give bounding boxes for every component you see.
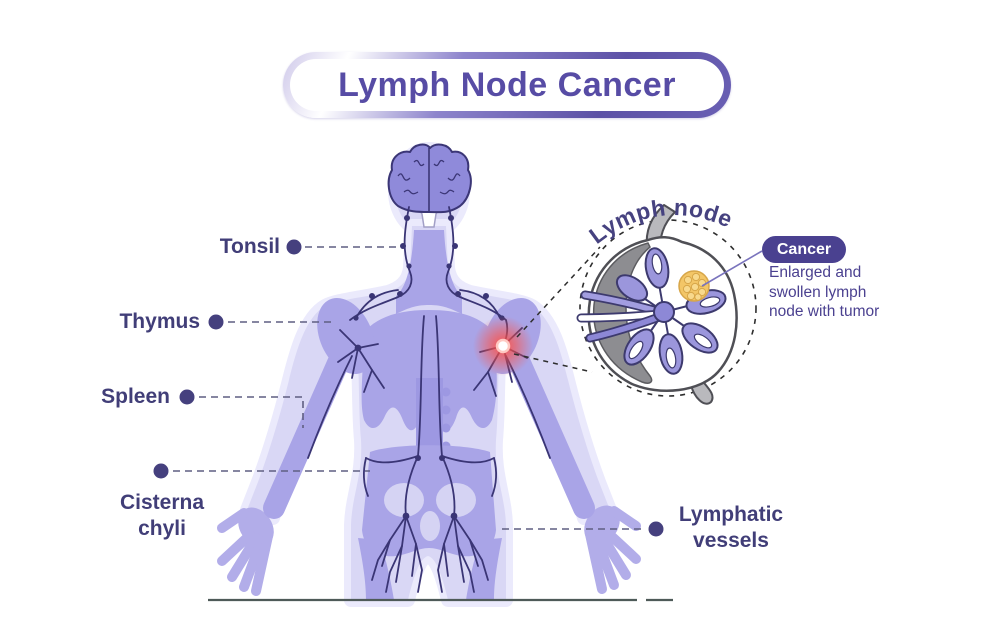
cisterna-chyli-label: Cisterna chyli xyxy=(119,491,205,540)
callout-leaders xyxy=(173,246,643,530)
cancer-description: Enlarged and swollen lymph node with tum… xyxy=(769,264,880,320)
callout-dots xyxy=(153,239,664,537)
lymph-node-dots xyxy=(353,215,505,520)
spleen-dot xyxy=(179,389,195,405)
node-follicles xyxy=(615,247,727,375)
tonsil-label: Tonsil xyxy=(219,235,280,258)
spleen-label: Spleen xyxy=(101,385,170,408)
magnifier-cone xyxy=(513,246,601,373)
vessels-dot xyxy=(648,521,664,537)
cancer-badge: Cancer xyxy=(762,236,846,263)
lymphatic-network xyxy=(307,206,551,593)
tumor-illustration xyxy=(678,270,710,302)
right-hand xyxy=(584,505,641,594)
cancer-badge-label: Cancer xyxy=(776,240,832,258)
spleen-leader-line xyxy=(199,396,304,428)
pelvis-highlight xyxy=(384,483,476,541)
brain-illustration xyxy=(387,143,472,228)
title-banner: Lymph Node Cancer xyxy=(283,52,731,118)
tonsil-dot xyxy=(286,239,302,255)
cisterna-dot xyxy=(153,463,169,479)
inner-body-shading xyxy=(263,230,595,600)
inflamed-node-marker xyxy=(473,316,533,376)
left-hand xyxy=(217,507,274,596)
page-title: Lymph Node Cancer xyxy=(338,65,676,104)
cancer-connector-line xyxy=(701,250,763,287)
thymus-dot xyxy=(208,314,224,330)
thymus-label: Thymus xyxy=(119,310,200,333)
lymphatic-vessels-label: Lymphatic vessels xyxy=(678,503,784,552)
title-inner: Lymph Node Cancer xyxy=(290,59,724,111)
